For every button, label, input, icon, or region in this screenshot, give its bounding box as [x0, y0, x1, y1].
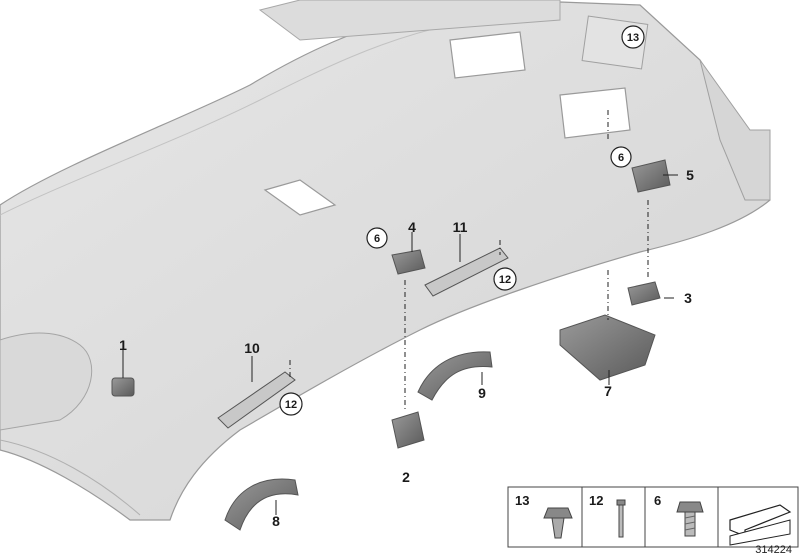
dome-light-opening [263, 179, 337, 216]
circled-callout-12-b: 12 [279, 392, 303, 416]
callout-9: 9 [478, 385, 486, 401]
callout-1: 1 [119, 337, 127, 353]
callout-11: 11 [453, 219, 468, 235]
sunroof-opening-front [449, 31, 526, 79]
svg-text:13: 13 [627, 32, 639, 44]
circled-callout-13: 13 [621, 25, 645, 49]
svg-text:12: 12 [499, 274, 511, 286]
clip-icon [543, 507, 573, 539]
callout-5: 5 [686, 167, 694, 183]
legend-num-6: 6 [654, 493, 661, 508]
part-grab-handle-8 [224, 478, 299, 531]
callout-10: 10 [244, 340, 260, 356]
part-rail-10 [217, 371, 296, 429]
circled-callout-6-a: 6 [366, 227, 388, 249]
legend-num-13: 13 [515, 493, 529, 508]
part-cover-7 [559, 314, 656, 381]
part-rail-11 [424, 247, 509, 297]
document-id: 314224 [755, 544, 792, 556]
headliner-panel [0, 0, 771, 521]
svg-text:6: 6 [618, 152, 624, 164]
part-bracket-3 [627, 281, 661, 306]
legend-num-12: 12 [589, 493, 603, 508]
circled-callout-12-a: 12 [493, 267, 517, 291]
callout-7: 7 [604, 383, 612, 399]
callout-3: 3 [684, 290, 692, 306]
sunroof-opening-rear [559, 87, 631, 139]
callout-8: 8 [272, 513, 280, 529]
part-bracket-2 [391, 411, 425, 449]
svg-text:12: 12 [285, 399, 297, 411]
rivet-icon [616, 499, 626, 538]
callout-4: 4 [408, 219, 416, 235]
circled-callout-6-b: 6 [610, 146, 632, 168]
svg-text:6: 6 [374, 233, 380, 245]
part-bracket-5 [631, 159, 671, 193]
screw-icon [676, 501, 704, 537]
part-sun-visor-bracket [111, 377, 135, 397]
callout-2: 2 [402, 469, 410, 485]
part-bracket-4 [391, 249, 426, 275]
arrow-icon [729, 504, 792, 546]
fastener-legend: 13 12 6 [507, 486, 799, 548]
part-grab-handle-9 [417, 351, 493, 401]
